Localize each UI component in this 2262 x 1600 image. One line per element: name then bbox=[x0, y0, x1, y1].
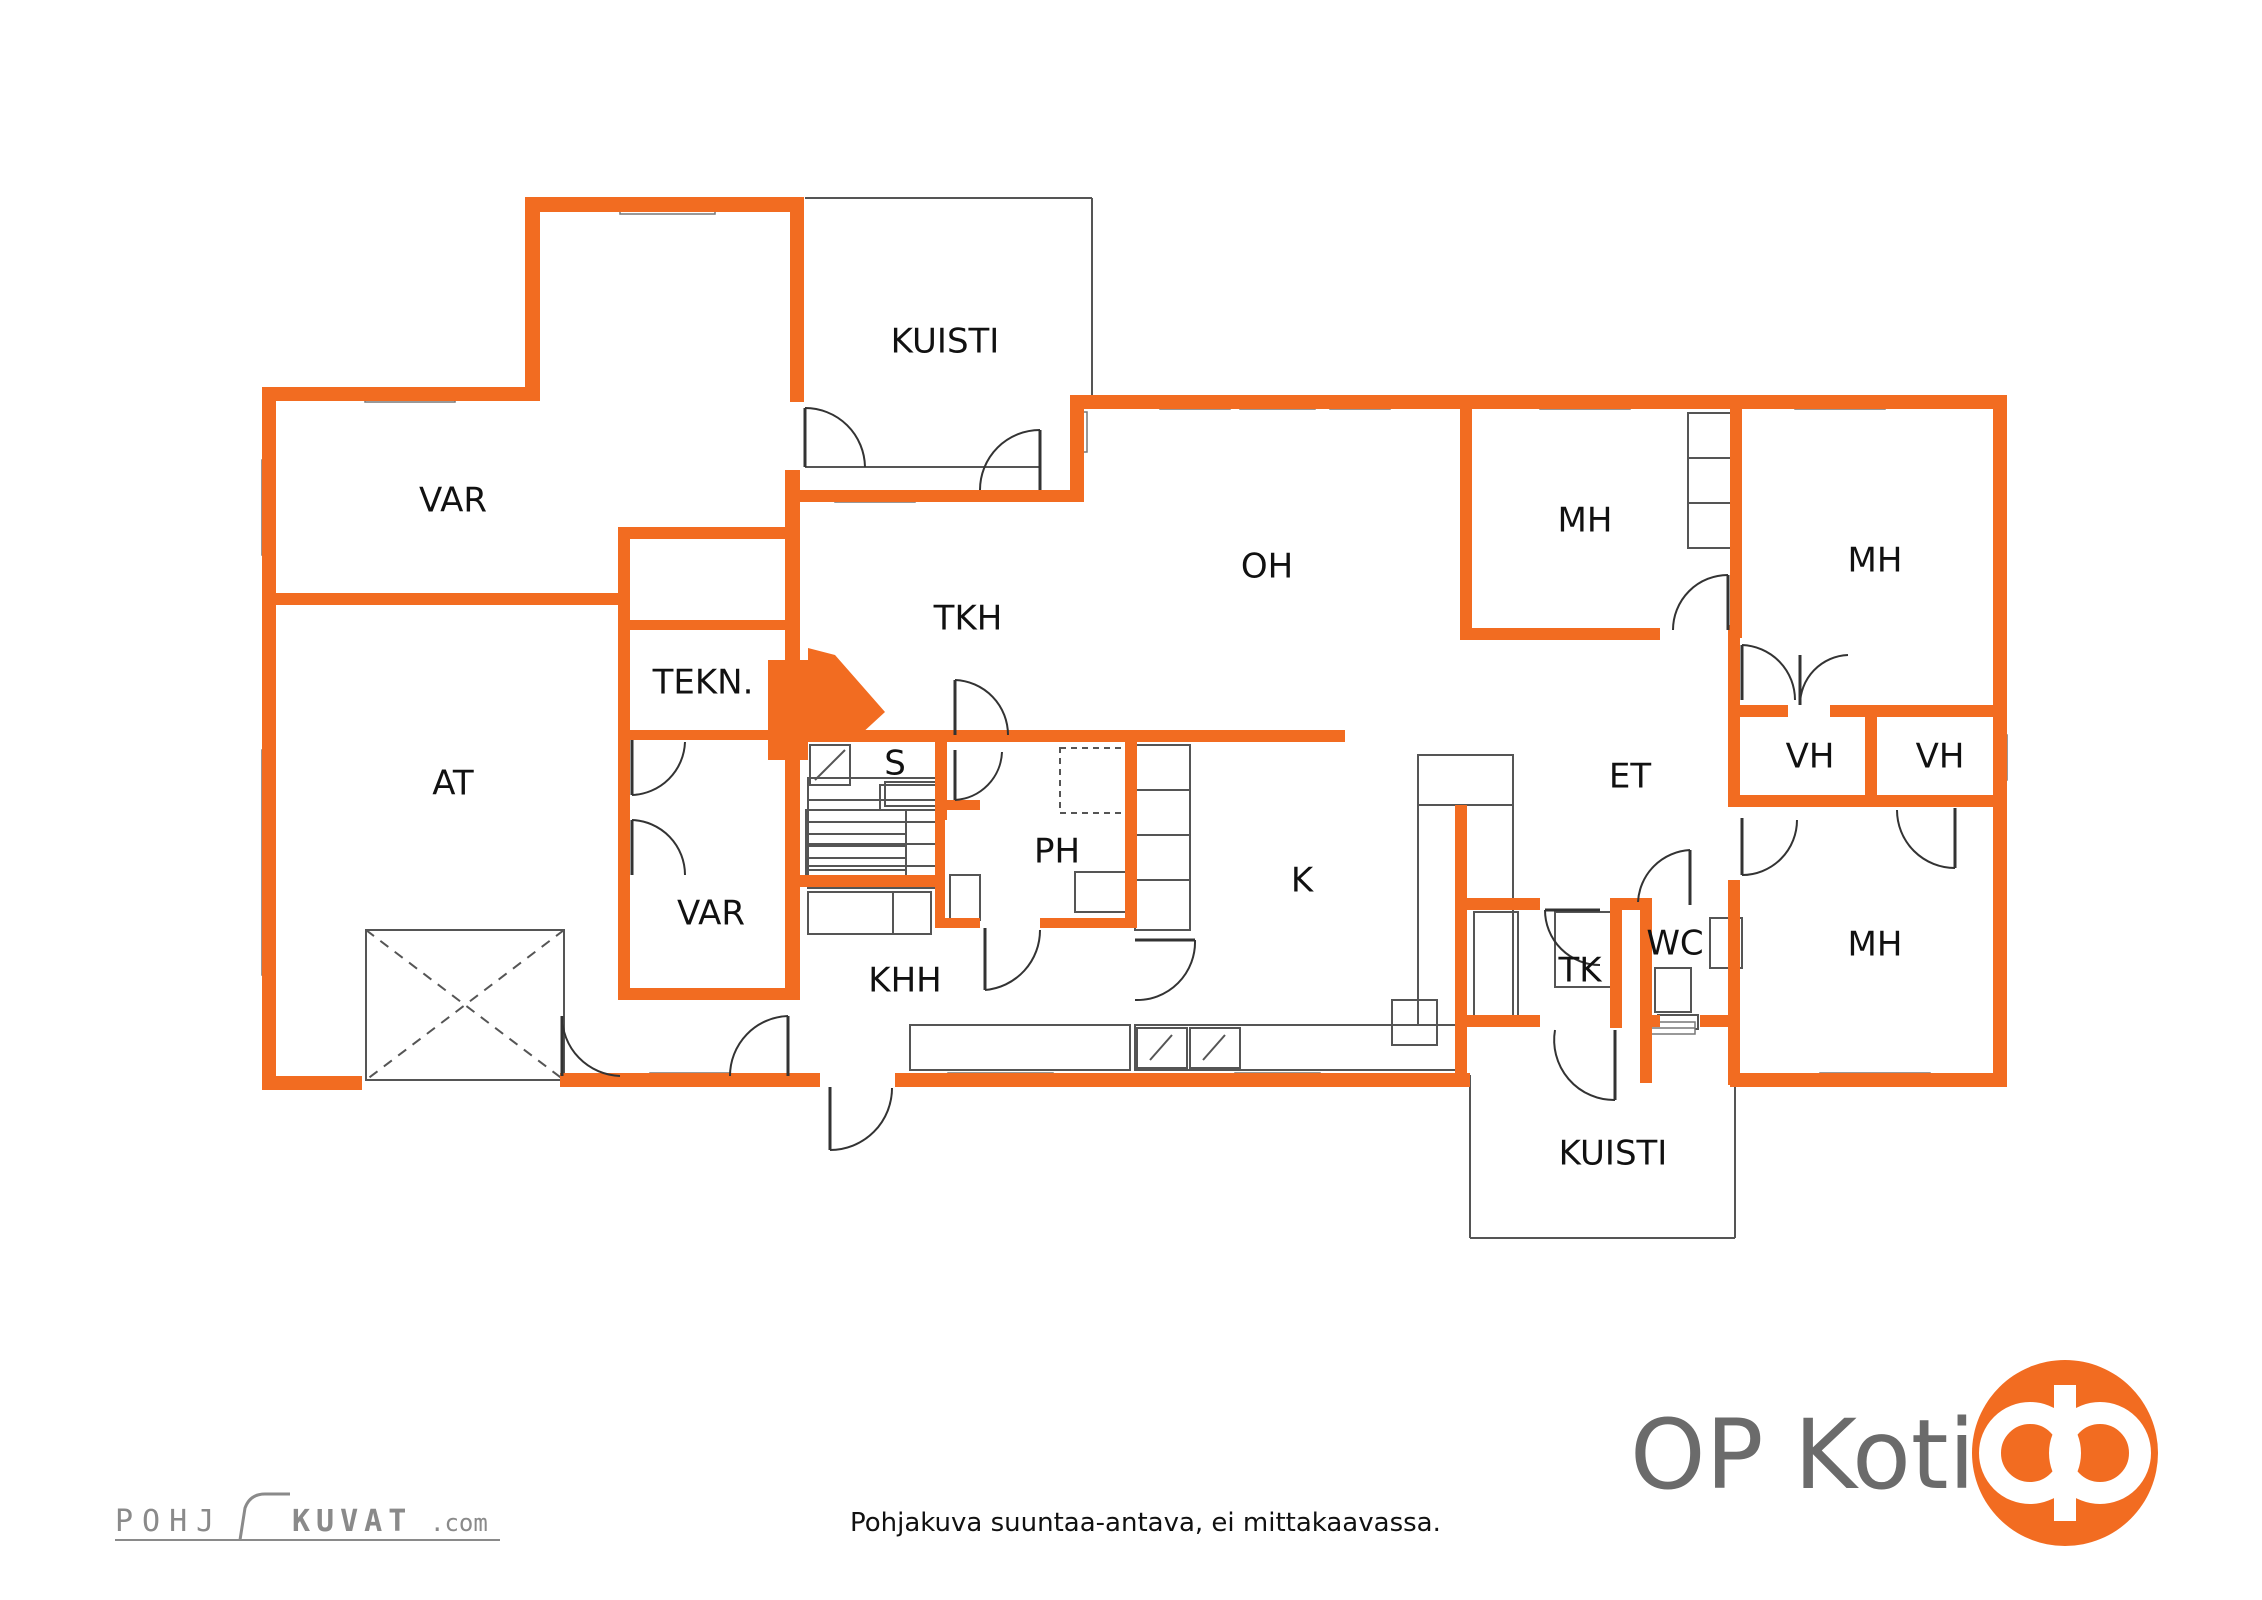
door-k bbox=[1134, 938, 1197, 1002]
door-mh-3 bbox=[1740, 818, 1798, 876]
room-label-s: S bbox=[884, 744, 906, 784]
room-label-ph: PH bbox=[1034, 832, 1080, 872]
door-tkh bbox=[953, 679, 1009, 736]
door-var-small bbox=[630, 819, 686, 876]
door-vh-1 bbox=[1798, 654, 1849, 706]
watermark-right: KUVAT bbox=[292, 1504, 412, 1539]
doors bbox=[560, 407, 1957, 1151]
windows bbox=[261, 201, 2008, 1086]
room-label-var-top: VAR bbox=[419, 481, 487, 521]
porch-outlines bbox=[365, 197, 1736, 1239]
room-label-mh-3: MH bbox=[1848, 925, 1903, 965]
room-label-k: K bbox=[1291, 861, 1315, 901]
room-label-vh-1: VH bbox=[1786, 737, 1835, 777]
room-label-et: ET bbox=[1609, 757, 1651, 797]
door-porch-bottom bbox=[1553, 1029, 1617, 1102]
door-porch-top-right bbox=[979, 429, 1042, 491]
room-label-kuisti-bottom: KUISTI bbox=[1559, 1134, 1668, 1174]
room-label-mh-1: MH bbox=[1558, 501, 1613, 541]
room-label-kuisti-top: KUISTI bbox=[891, 322, 1000, 362]
room-label-var-small: VAR bbox=[677, 894, 745, 934]
room-label-wc: WC bbox=[1646, 924, 1703, 964]
disclaimer-text: Pohjakuva suuntaa-antava, ei mittakaavas… bbox=[850, 1508, 1441, 1538]
door-mh-1 bbox=[1672, 574, 1730, 631]
door-tk bbox=[1544, 908, 1601, 966]
door-ph bbox=[983, 928, 1042, 991]
door-tekn bbox=[630, 740, 686, 796]
door-porch-top-left bbox=[803, 407, 866, 468]
door-khh-inner bbox=[729, 1015, 790, 1077]
room-labels: VAR KUISTI OH MH MH TKH TEKN. AT S ET VH… bbox=[419, 322, 1964, 1174]
room-label-tkh: TKH bbox=[933, 599, 1003, 639]
watermark-left: POHJ bbox=[115, 1504, 223, 1539]
door-wc bbox=[1637, 849, 1692, 905]
room-label-khh: KHH bbox=[868, 961, 941, 1001]
door-mh-2 bbox=[1740, 644, 1796, 701]
brand: OP Koti bbox=[1630, 1360, 2158, 1546]
room-label-vh-2: VH bbox=[1916, 737, 1965, 777]
watermark-swoosh bbox=[238, 1492, 290, 1541]
door-garage bbox=[560, 1015, 621, 1077]
watermark: POHJ KUVAT .com bbox=[115, 1492, 500, 1541]
door-s bbox=[953, 750, 1003, 801]
op-logo-icon bbox=[1972, 1360, 2158, 1546]
room-label-mh-2: MH bbox=[1848, 541, 1903, 581]
brand-name: OP Koti bbox=[1630, 1399, 1975, 1511]
watermark-suffix: .com bbox=[430, 1509, 488, 1537]
room-label-tekn: TEKN. bbox=[652, 663, 754, 703]
door-entrance bbox=[828, 1087, 893, 1151]
room-label-tk: TK bbox=[1557, 951, 1603, 991]
walls bbox=[262, 197, 2007, 1090]
door-vh-2 bbox=[1896, 808, 1957, 869]
room-label-oh: OH bbox=[1241, 547, 1293, 587]
room-label-at: AT bbox=[432, 764, 474, 804]
